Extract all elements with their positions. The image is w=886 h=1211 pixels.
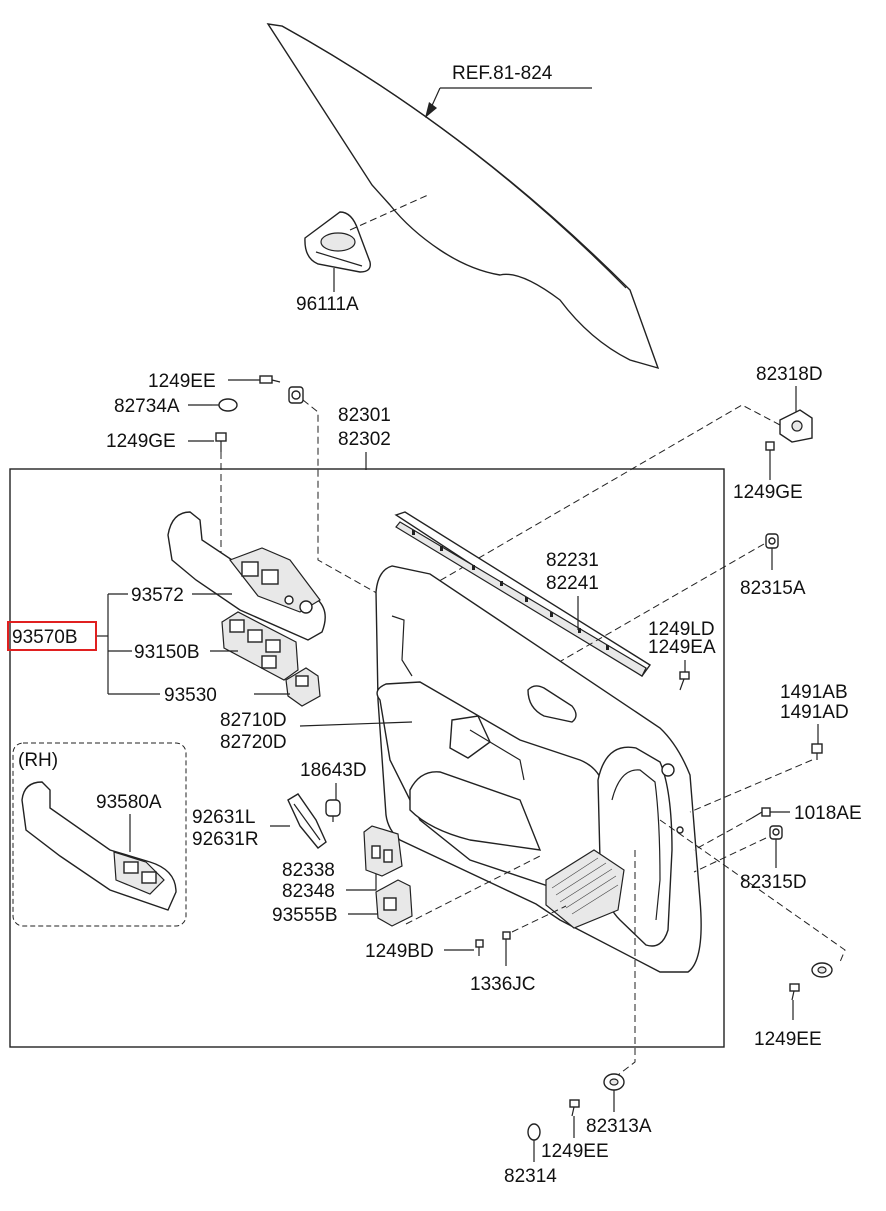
screw-1249EE-right bbox=[789, 983, 800, 1001]
bracket-82318D bbox=[779, 409, 813, 443]
label-93555B: 93555B bbox=[272, 905, 338, 926]
label-1249BD: 1249BD bbox=[365, 941, 434, 962]
label-82734A: 82734A bbox=[114, 396, 180, 417]
label-ref: REF.81-824 bbox=[452, 63, 553, 84]
switch-93150B bbox=[221, 611, 299, 681]
dash-82301 bbox=[302, 399, 399, 606]
grommet-82318-bottom bbox=[811, 962, 833, 978]
dash-82318-bottom bbox=[659, 819, 846, 963]
dash-1018AE bbox=[693, 817, 753, 851]
highlight-93570B bbox=[7, 621, 97, 651]
assembly-frame bbox=[9, 468, 725, 1048]
label-93572: 93572 bbox=[131, 585, 184, 606]
plug-82314 bbox=[527, 1123, 541, 1141]
switch-93555B bbox=[375, 879, 413, 927]
screw-1249EE-top bbox=[259, 375, 281, 384]
screw-1249GE-left bbox=[215, 432, 227, 452]
leader-96111A-dash bbox=[349, 194, 429, 231]
clip-82734A bbox=[212, 398, 238, 412]
clip-82315A bbox=[765, 533, 779, 549]
label-1249EA: 1249EA bbox=[648, 637, 716, 658]
armrest-rh-93580A bbox=[21, 781, 177, 911]
ref-arrow-head bbox=[425, 102, 437, 118]
screw-1249EE-bottom bbox=[569, 1099, 580, 1117]
lamp-92631L bbox=[287, 793, 327, 849]
screw-1249BD bbox=[475, 939, 484, 956]
label-1249GE-right: 1249GE bbox=[733, 482, 803, 503]
label-82302: 82302 bbox=[338, 429, 391, 450]
screw-1249LD bbox=[679, 671, 690, 691]
door-glass bbox=[266, 23, 660, 370]
screw-1336JC bbox=[502, 931, 511, 946]
label-82315D: 82315D bbox=[740, 872, 807, 893]
label-1249LD: 1249LD bbox=[648, 619, 715, 640]
label-92631R: 92631R bbox=[192, 829, 259, 850]
label-82710D: 82710D bbox=[220, 710, 287, 731]
screw-1249GE-right bbox=[765, 441, 775, 460]
label-93530: 93530 bbox=[164, 685, 217, 706]
grommet-82313A bbox=[603, 1073, 625, 1091]
dash-1491AB bbox=[689, 759, 813, 813]
grommet-82318-left bbox=[288, 386, 304, 404]
label-82318D: 82318D bbox=[756, 364, 823, 385]
label-93150B: 93150B bbox=[134, 642, 200, 663]
label-1249GE-left: 1249GE bbox=[106, 431, 176, 452]
label-82241: 82241 bbox=[546, 573, 599, 594]
clip-1491AB bbox=[811, 743, 823, 760]
bracket-82338 bbox=[363, 825, 403, 877]
label-1249EE-right: 1249EE bbox=[754, 1029, 822, 1050]
dash-1336JC bbox=[511, 905, 567, 933]
label-82720D: 82720D bbox=[220, 732, 287, 753]
label-82315A: 82315A bbox=[740, 578, 806, 599]
label-1336JC: 1336JC bbox=[470, 974, 536, 995]
label-82301: 82301 bbox=[338, 405, 391, 426]
leader-82338 bbox=[346, 874, 377, 891]
dash-82315D bbox=[693, 837, 767, 873]
dash-82318D bbox=[397, 404, 781, 606]
dash-93555B bbox=[405, 855, 541, 925]
label-1491AB: 1491AB bbox=[780, 682, 848, 703]
label-82338: 82338 bbox=[282, 860, 335, 881]
label-92631L: 92631L bbox=[192, 807, 255, 828]
part-96111A bbox=[304, 211, 371, 273]
label-rh: (RH) bbox=[18, 750, 58, 771]
leader-82710D bbox=[299, 721, 413, 727]
label-93570B[interactable]: 93570B bbox=[12, 627, 78, 648]
dash-82313A bbox=[613, 850, 636, 1079]
label-1018AE: 1018AE bbox=[794, 803, 862, 824]
label-18643D: 18643D bbox=[300, 760, 367, 781]
label-93580A: 93580A bbox=[96, 792, 162, 813]
bulb-18643D bbox=[325, 799, 341, 822]
rh-box bbox=[12, 742, 187, 927]
label-82313A: 82313A bbox=[586, 1116, 652, 1137]
weatherstrip-82231 bbox=[394, 511, 652, 677]
label-1491AD: 1491AD bbox=[780, 702, 849, 723]
label-82348: 82348 bbox=[282, 881, 335, 902]
label-96111A: 96111A bbox=[296, 294, 359, 315]
label-82231: 82231 bbox=[546, 550, 599, 571]
label-82314: 82314 bbox=[504, 1166, 557, 1187]
door-trim-panel bbox=[375, 565, 702, 973]
screw-1018AE bbox=[751, 807, 771, 819]
switch-93530 bbox=[285, 667, 321, 707]
armrest-bezel-93572 bbox=[167, 511, 326, 641]
clip-82315D bbox=[769, 825, 783, 840]
label-1249EE-top: 1249EE bbox=[148, 371, 216, 392]
label-1249EE-bottom: 1249EE bbox=[541, 1141, 609, 1162]
